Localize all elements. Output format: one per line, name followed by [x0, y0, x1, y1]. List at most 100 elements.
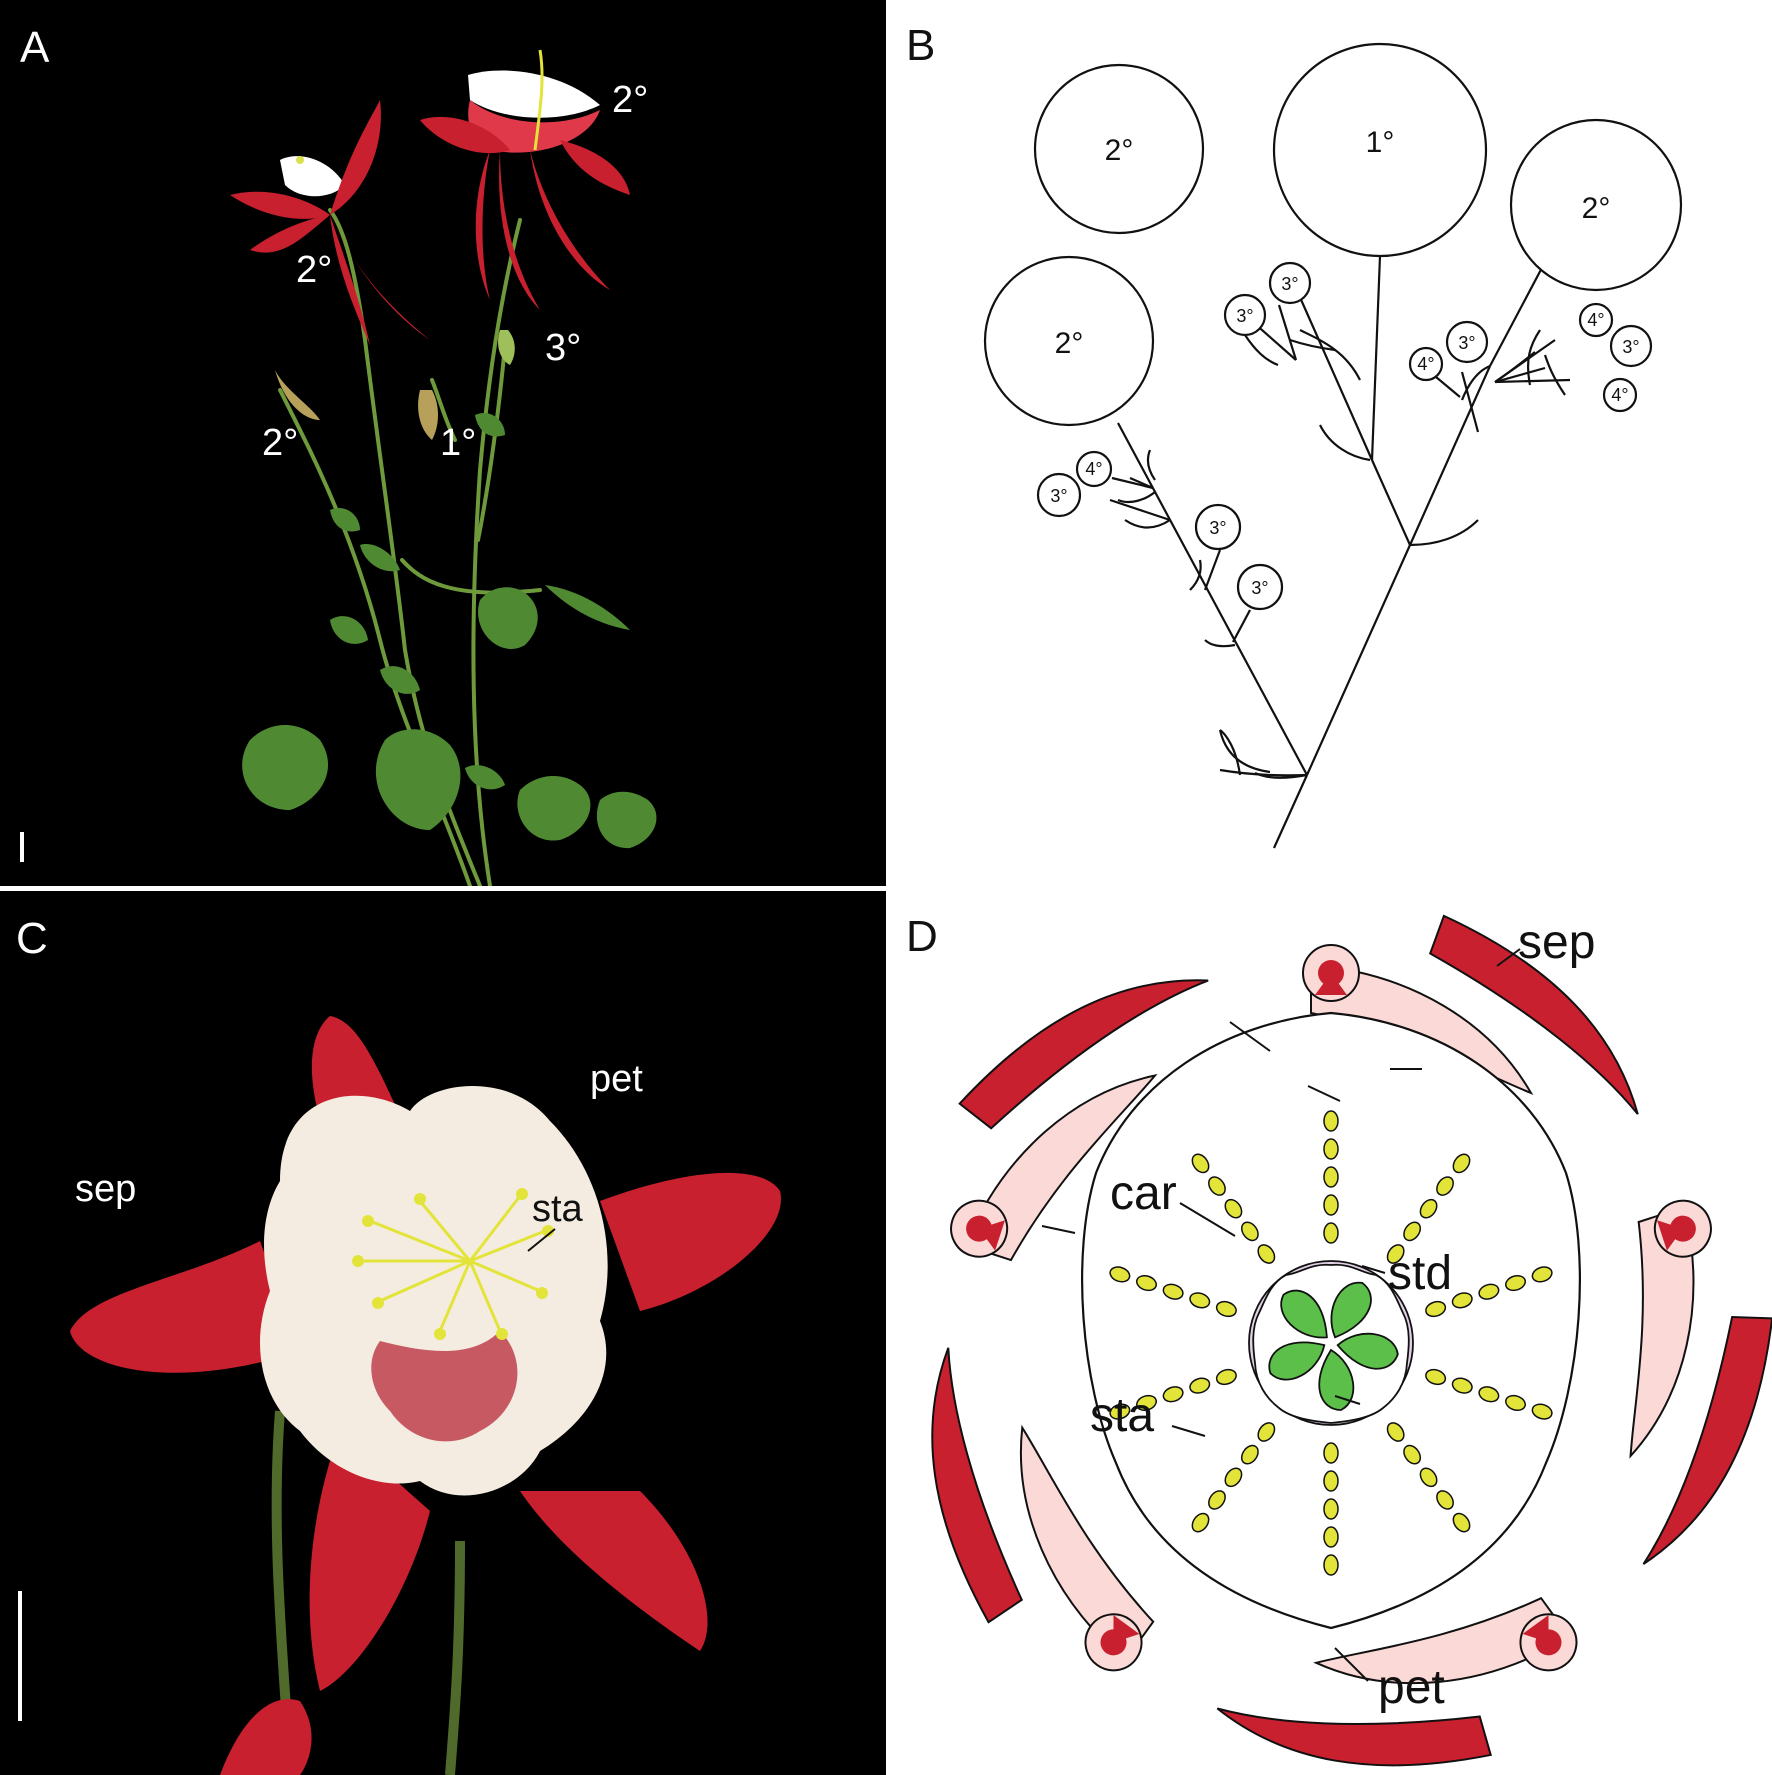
- stamen: [1419, 1467, 1438, 1488]
- car-leader: [1179, 1202, 1236, 1237]
- label-left-big: 2°: [1055, 327, 1084, 360]
- stamen: [1189, 1377, 1211, 1394]
- label-primary: 1°: [1366, 126, 1395, 159]
- label-sep: sep: [75, 1168, 136, 1210]
- stamen: [1323, 1442, 1339, 1464]
- sepals: [70, 1016, 781, 1691]
- stamen: [1191, 1153, 1210, 1174]
- node-circles: [983, 42, 1683, 611]
- stamen: [1215, 1368, 1237, 1386]
- stamen: [1419, 1198, 1438, 1219]
- stamen: [1323, 1138, 1339, 1160]
- plant-illustration: A 2° 2° 2° 1° 3°: [20, 23, 657, 886]
- sta-leader: [527, 1228, 556, 1252]
- bottom-flower: [220, 1699, 312, 1775]
- panel-c-letter: C: [16, 914, 48, 963]
- stamen: [1425, 1368, 1447, 1386]
- stamen: [1505, 1394, 1527, 1412]
- label-std: std: [1388, 1247, 1452, 1300]
- stamen: [1386, 1244, 1405, 1264]
- stamen: [1257, 1422, 1276, 1442]
- stamen: [1323, 1526, 1339, 1548]
- flower-left: [230, 100, 430, 345]
- label-sep: sep: [1518, 916, 1595, 969]
- stamen: [1386, 1422, 1405, 1442]
- stamen: [1451, 1377, 1473, 1394]
- sta-leader: [1171, 1425, 1206, 1437]
- stamen: [1403, 1221, 1422, 1242]
- floral-diagram-group: [931, 914, 1772, 1767]
- stamen: [1191, 1512, 1210, 1533]
- label-right-top: 2°: [1582, 192, 1611, 225]
- stamens: [1109, 1110, 1553, 1576]
- label-c-small-1: 3°: [1236, 306, 1253, 326]
- small-node-labels: 3° 3° 3° 4° 4° 3° 4° 3° 4° 3° 3°: [1050, 274, 1639, 598]
- label-flower-right: 2°: [612, 79, 648, 121]
- flower-right: [420, 49, 630, 310]
- label-sta: sta: [1090, 1389, 1154, 1442]
- label-l-small-3: 3°: [1209, 518, 1226, 538]
- scale-bar: [18, 1591, 22, 1721]
- sep-leader: [1496, 948, 1521, 967]
- stamen: [1531, 1403, 1553, 1420]
- std-leader: [1361, 1265, 1386, 1274]
- label-bud-right: 3°: [545, 327, 581, 369]
- node-left-top: [1033, 63, 1205, 235]
- label-car: car: [1110, 1167, 1177, 1220]
- node-right-top: [1509, 118, 1683, 292]
- stamen: [1109, 1403, 1131, 1420]
- stamen: [1224, 1467, 1243, 1488]
- node-left-big: [983, 255, 1155, 427]
- stamen: [1224, 1198, 1243, 1219]
- branching-diagram: 1° 2° 2° 2° 3° 3° 3° 4° 4° 3° 4° 3° 4° 3…: [906, 21, 1683, 849]
- stamen: [1478, 1283, 1500, 1300]
- stamen: [1451, 1292, 1473, 1309]
- panel-a-letter: A: [20, 23, 50, 72]
- petals: [963, 963, 1695, 1685]
- branch-lines: [1109, 244, 1571, 849]
- panel-d-letter: D: [906, 912, 938, 961]
- stamen: [1478, 1386, 1500, 1403]
- anthers: [352, 1188, 554, 1340]
- stamen: [1323, 1470, 1339, 1492]
- stamen: [1215, 1300, 1237, 1318]
- stamen: [1436, 1176, 1454, 1196]
- label-l-small-4: 3°: [1251, 578, 1268, 598]
- label-r-small-5: 4°: [1611, 385, 1628, 405]
- stamen: [1436, 1490, 1454, 1510]
- stamen: [1135, 1274, 1157, 1292]
- label-flower-left: 2°: [296, 249, 332, 291]
- stamens: [360, 1195, 546, 1332]
- floral-diagram: D sep car std sta pet: [906, 912, 1772, 1767]
- stamen: [1208, 1490, 1226, 1510]
- stamen: [1505, 1274, 1527, 1292]
- leader-lines: [1041, 1021, 1422, 1405]
- panel-a-plant-photo: A 2° 2° 2° 1° 3°: [0, 0, 886, 886]
- stamen: [1323, 1222, 1339, 1244]
- stamen: [1323, 1110, 1339, 1132]
- label-left-top: 2°: [1105, 134, 1134, 167]
- stamen: [1323, 1166, 1339, 1188]
- stamen: [1323, 1554, 1339, 1576]
- petal-throat: [371, 1331, 518, 1442]
- label-r-small-4: 3°: [1622, 337, 1639, 357]
- node-primary: [1272, 42, 1488, 258]
- label-pet: pet: [590, 1058, 643, 1100]
- stamen: [1208, 1176, 1226, 1196]
- label-sta: sta: [532, 1188, 584, 1230]
- label-bud-left: 2°: [262, 422, 298, 464]
- panel-b-inflorescence-diagram: 1° 2° 2° 2° 3° 3° 3° 4° 4° 3° 4° 3° 4° 3…: [890, 0, 1772, 886]
- flower-closeup: C sep pet sta: [16, 914, 781, 1775]
- pet-leader: [1334, 1647, 1369, 1682]
- label-l-small-2: 4°: [1085, 459, 1102, 479]
- buds: [275, 330, 515, 440]
- stamen: [1240, 1444, 1259, 1465]
- stamen: [1452, 1153, 1471, 1174]
- stamen: [1162, 1283, 1184, 1300]
- stamen: [1452, 1512, 1471, 1533]
- stamen: [1323, 1498, 1339, 1520]
- label-r-small-3: 4°: [1587, 310, 1604, 330]
- sepals: [931, 914, 1772, 1767]
- label-bud-center: 1°: [440, 422, 476, 464]
- stamen: [1135, 1394, 1157, 1412]
